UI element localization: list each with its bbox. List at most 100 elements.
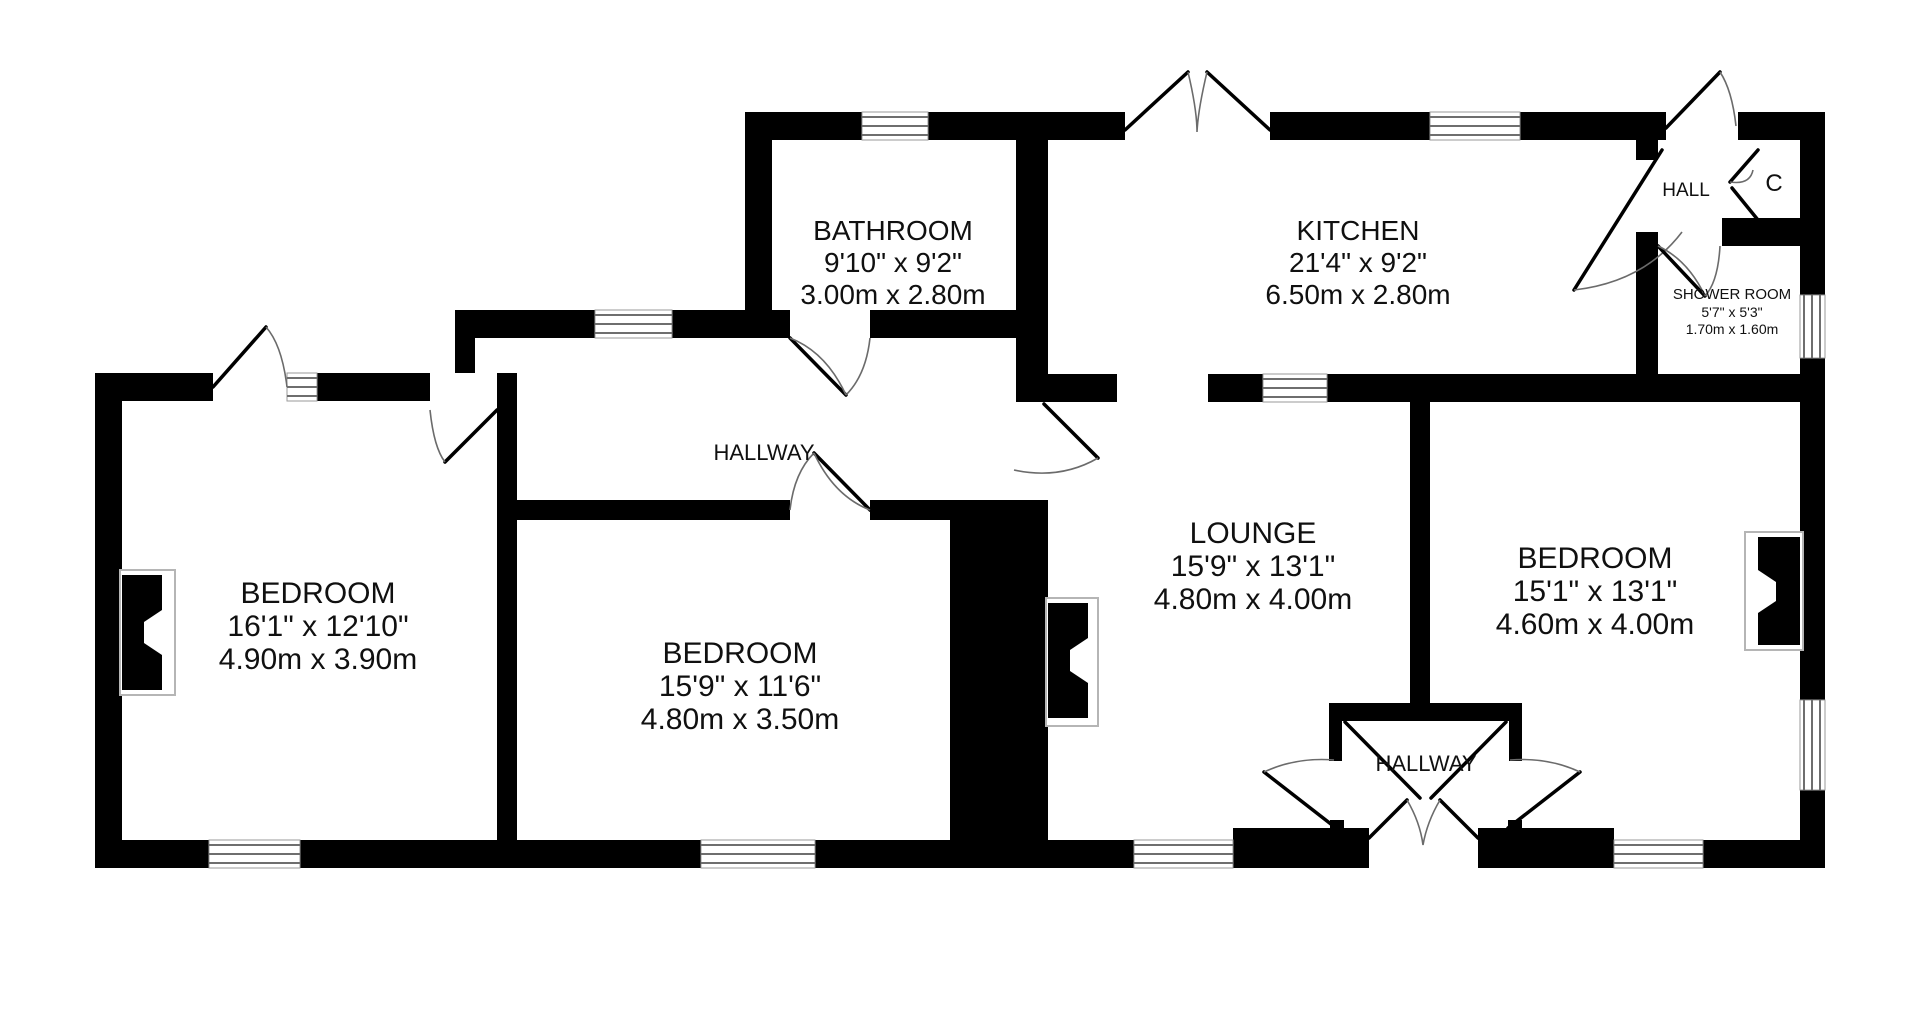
room-label-bathroom: BATHROOM 9'10" x 9'2" 3.00m x 2.80m: [800, 215, 985, 310]
wall: [1329, 721, 1342, 761]
wall: [1800, 112, 1825, 295]
room-label-bedroom-right: BEDROOM 15'1" x 13'1" 4.60m x 4.00m: [1496, 542, 1694, 641]
window: [1799, 294, 1826, 359]
chimney-breast-right-bedroom: [1744, 531, 1804, 651]
lower-hallway-double-doors: [1343, 720, 1508, 846]
windows: [208, 111, 1826, 869]
middle-bedroom-door-arc: [789, 451, 872, 512]
room-label-hallway-lower: HALLWAY: [1375, 751, 1476, 776]
window: [861, 111, 929, 141]
room-name: BEDROOM: [662, 637, 817, 670]
room-name: KITCHEN: [1297, 215, 1420, 246]
front-door-arc: [211, 325, 288, 389]
wall: [1329, 703, 1522, 721]
wall: [1208, 374, 1263, 402]
room-dimensions-metric: 4.90m x 3.90m: [219, 643, 417, 676]
walls: [95, 112, 1825, 868]
room-name: BEDROOM: [1517, 542, 1672, 575]
room-dimensions-imperial: 15'9" x 13'1": [1171, 550, 1336, 583]
room-dimensions-imperial: 5'7" x 5'3": [1701, 304, 1762, 320]
window: [1799, 699, 1826, 791]
kitchen-french-doors: [1123, 70, 1272, 133]
room-name: BEDROOM: [240, 577, 395, 610]
room-dimensions-imperial: 9'10" x 9'2": [824, 247, 962, 278]
window: [700, 839, 816, 869]
wall: [1636, 232, 1658, 402]
wall: [1016, 112, 1048, 402]
room-name: LOUNGE: [1190, 517, 1317, 550]
room-dimensions-metric: 3.00m x 2.80m: [800, 279, 985, 310]
wall: [1410, 402, 1430, 703]
wall: [497, 401, 517, 840]
room-label-kitchen: KITCHEN 21'4" x 9'2" 6.50m x 2.80m: [1265, 215, 1450, 310]
wall: [317, 373, 430, 401]
room-name: HALL: [1662, 180, 1710, 201]
room-label-bedroom-middle: BEDROOM 15'9" x 11'6" 4.80m x 3.50m: [641, 637, 839, 736]
hall-entrance-door-arc: [1664, 70, 1737, 130]
room-label-hall: HALL: [1662, 180, 1710, 201]
room-name: C: [1765, 170, 1782, 197]
wall: [1636, 140, 1658, 160]
wall: [1233, 828, 1369, 868]
wall: [1520, 112, 1666, 140]
room-label-shower-room: SHOWER ROOM 5'7" x 5'3" 1.70m x 1.60m: [1673, 286, 1791, 337]
wall: [517, 500, 790, 520]
window: [1133, 839, 1234, 869]
wall: [1478, 828, 1614, 868]
hall-door-fan: [1572, 148, 1683, 292]
wall: [870, 500, 950, 520]
wall: [300, 840, 701, 868]
room-dimensions-metric: 1.70m x 1.60m: [1686, 321, 1779, 337]
room-name: SHOWER ROOM: [1673, 286, 1791, 303]
wall: [497, 373, 517, 401]
wall: [950, 500, 1048, 868]
wall: [815, 840, 1134, 868]
wall: [745, 140, 772, 338]
room-labels: BATHROOM 9'10" x 9'2" 3.00m x 2.80m KITC…: [219, 170, 1791, 776]
wall: [870, 310, 1016, 338]
wall: [745, 112, 862, 140]
doors: [211, 70, 1760, 846]
wall: [1270, 112, 1430, 140]
window: [1262, 373, 1328, 403]
left-bedroom-door-arc: [429, 408, 499, 464]
wall: [1722, 218, 1800, 246]
lounge-door-arc: [1013, 402, 1100, 474]
chimney-breasts: [119, 531, 1804, 727]
room-dimensions-metric: 4.80m x 3.50m: [641, 703, 839, 736]
wall: [95, 840, 209, 868]
room-dimensions-metric: 6.50m x 2.80m: [1265, 279, 1450, 310]
wall: [1048, 374, 1117, 402]
room-dimensions-imperial: 15'9" x 11'6": [659, 670, 821, 703]
chimney-breast-left-bedroom: [119, 569, 176, 696]
wall: [1509, 721, 1522, 761]
wall: [1800, 358, 1825, 700]
room-name: HALLWAY: [713, 440, 814, 465]
wall: [455, 338, 475, 373]
shower-room-door-arc: [1656, 244, 1721, 298]
room-dimensions-metric: 4.60m x 4.00m: [1496, 608, 1694, 641]
window: [1429, 111, 1521, 141]
room-dimensions-imperial: 16'1" x 12'10": [227, 610, 408, 643]
wall: [95, 373, 122, 840]
lower-hallway-side-fans: [1262, 758, 1582, 830]
cupboard-bifold-door: [1728, 148, 1760, 222]
room-name: HALLWAY: [1375, 751, 1476, 776]
wall: [1703, 840, 1825, 868]
room-label-lounge: LOUNGE 15'9" x 13'1" 4.80m x 4.00m: [1154, 517, 1352, 616]
room-name: BATHROOM: [813, 215, 973, 246]
room-dimensions-metric: 4.80m x 4.00m: [1154, 583, 1352, 616]
room-dimensions-imperial: 15'1" x 13'1": [1513, 575, 1678, 608]
window: [208, 839, 301, 869]
room-label-hallway-upper: HALLWAY: [713, 440, 814, 465]
bathroom-door-arc: [788, 336, 871, 397]
room-label-cupboard: C: [1765, 170, 1782, 197]
wall: [672, 310, 790, 338]
wall: [455, 310, 595, 338]
room-dimensions-imperial: 21'4" x 9'2": [1289, 247, 1427, 278]
window: [286, 372, 318, 402]
window: [1613, 839, 1704, 869]
wall: [1327, 374, 1825, 402]
